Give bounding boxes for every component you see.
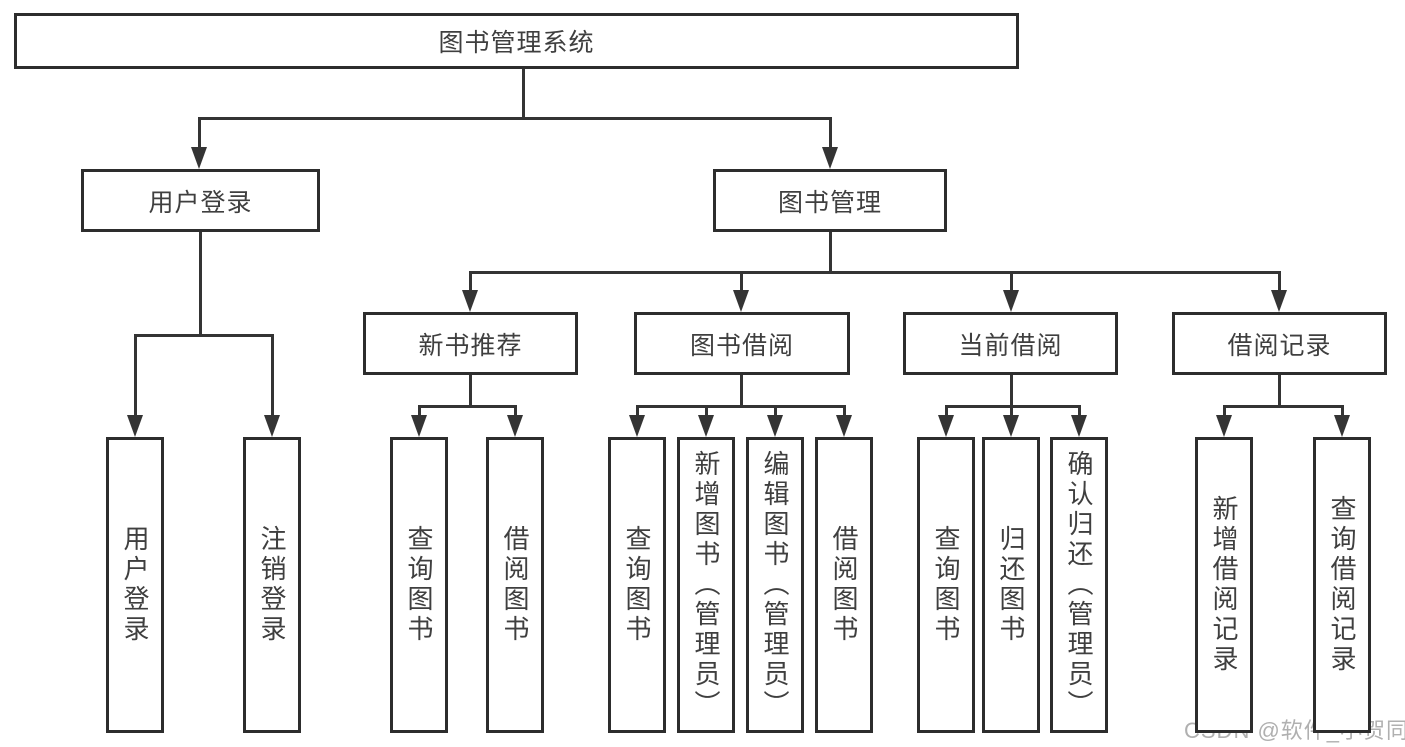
arrowhead-icon — [127, 415, 143, 437]
connector-line — [1010, 272, 1013, 294]
node-label: 查询图书 — [404, 525, 434, 645]
node-borrow-add-book: 新增图书（管理员） — [677, 437, 735, 733]
node-label: 查询借阅记录 — [1327, 495, 1357, 675]
node-current-return-book: 归还图书 — [982, 437, 1040, 733]
node-current-confirm-return: 确认归还（管理员） — [1050, 437, 1108, 733]
node-logout-action: 注销登录 — [243, 437, 301, 733]
connector-line — [1278, 272, 1281, 294]
node-label: 当前借阅 — [958, 331, 1063, 360]
node-label: 借阅记录 — [1227, 331, 1332, 360]
node-label: 借阅图书 — [500, 525, 530, 645]
node-records-query-record: 查询借阅记录 — [1313, 437, 1371, 733]
connector-line — [469, 375, 472, 407]
node-label: 新书推荐 — [418, 331, 523, 360]
arrowhead-icon — [411, 415, 427, 437]
connector-line — [469, 271, 1281, 274]
node-label: 编辑图书（管理员） — [760, 450, 790, 720]
connector-line — [134, 334, 274, 337]
node-label: 借阅图书 — [829, 525, 859, 645]
node-borrow-edit-book: 编辑图书（管理员） — [746, 437, 804, 733]
arrowhead-icon — [191, 147, 207, 169]
arrowhead-icon — [462, 290, 478, 312]
arrowhead-icon — [1071, 415, 1087, 437]
arrowhead-icon — [1216, 415, 1232, 437]
arrowhead-icon — [1271, 290, 1287, 312]
node-borrow-records: 借阅记录 — [1172, 312, 1387, 375]
node-label: 确认归还（管理员） — [1064, 450, 1094, 720]
arrowhead-icon — [836, 415, 852, 437]
node-label: 图书管理 — [777, 188, 882, 217]
node-label: 新增借阅记录 — [1209, 495, 1239, 675]
arrowhead-icon — [264, 415, 280, 437]
node-current-borrow: 当前借阅 — [903, 312, 1118, 375]
connector-line — [1010, 406, 1013, 420]
connector-line — [945, 406, 948, 420]
node-new-book-recommend: 新书推荐 — [363, 312, 578, 375]
node-borrow-borrow-book: 借阅图书 — [815, 437, 873, 733]
node-label: 新增图书（管理员） — [691, 450, 721, 720]
node-rec-query-book: 查询图书 — [390, 437, 448, 733]
connector-line — [198, 117, 832, 120]
node-label: 用户登录 — [148, 188, 253, 217]
node-label: 注销登录 — [257, 525, 287, 645]
node-label: 图书借阅 — [689, 331, 794, 360]
arrowhead-icon — [1334, 415, 1350, 437]
arrowhead-icon — [507, 415, 523, 437]
node-label: 用户登录 — [120, 525, 150, 645]
node-records-add-record: 新增借阅记录 — [1195, 437, 1253, 733]
connector-line — [418, 405, 517, 408]
arrowhead-icon — [698, 415, 714, 437]
arrowhead-icon — [822, 147, 838, 169]
connector-line — [199, 232, 202, 336]
node-borrow-query-book: 查询图书 — [608, 437, 666, 733]
connector-line — [1078, 406, 1081, 420]
arrowhead-icon — [733, 290, 749, 312]
connector-line — [636, 406, 639, 420]
arrowhead-icon — [1003, 415, 1019, 437]
node-rec-borrow-book: 借阅图书 — [486, 437, 544, 733]
connector-line — [705, 406, 708, 420]
connector-line — [1010, 375, 1013, 407]
connector-line — [514, 406, 517, 420]
connector-line — [740, 375, 743, 407]
node-label: 归还图书 — [996, 525, 1026, 645]
connector-line — [829, 232, 832, 273]
arrowhead-icon — [629, 415, 645, 437]
connector-line — [198, 118, 201, 152]
connector-line — [134, 335, 137, 419]
arrowhead-icon — [938, 415, 954, 437]
node-book-management: 图书管理 — [713, 169, 947, 232]
connector-line — [740, 272, 743, 294]
node-user-login: 用户登录 — [81, 169, 320, 232]
arrowhead-icon — [767, 415, 783, 437]
connector-line — [1223, 406, 1226, 420]
connector-line — [1341, 406, 1344, 420]
node-current-query-book: 查询图书 — [917, 437, 975, 733]
node-label: 查询图书 — [622, 525, 652, 645]
node-label: 查询图书 — [931, 525, 961, 645]
arrowhead-icon — [1003, 290, 1019, 312]
connector-line — [945, 405, 1081, 408]
connector-line — [1278, 375, 1281, 407]
connector-line — [829, 118, 832, 152]
connector-line — [843, 406, 846, 420]
connector-line — [774, 406, 777, 420]
node-label: 图书管理系统 — [438, 29, 595, 57]
connector-line — [271, 335, 274, 419]
node-user-login-action: 用户登录 — [106, 437, 164, 733]
connector-line — [418, 406, 421, 420]
connector-line — [1223, 405, 1344, 408]
connector-line — [522, 69, 525, 119]
node-root: 图书管理系统 — [14, 13, 1019, 69]
connector-line — [469, 272, 472, 294]
node-book-borrow: 图书借阅 — [634, 312, 850, 375]
